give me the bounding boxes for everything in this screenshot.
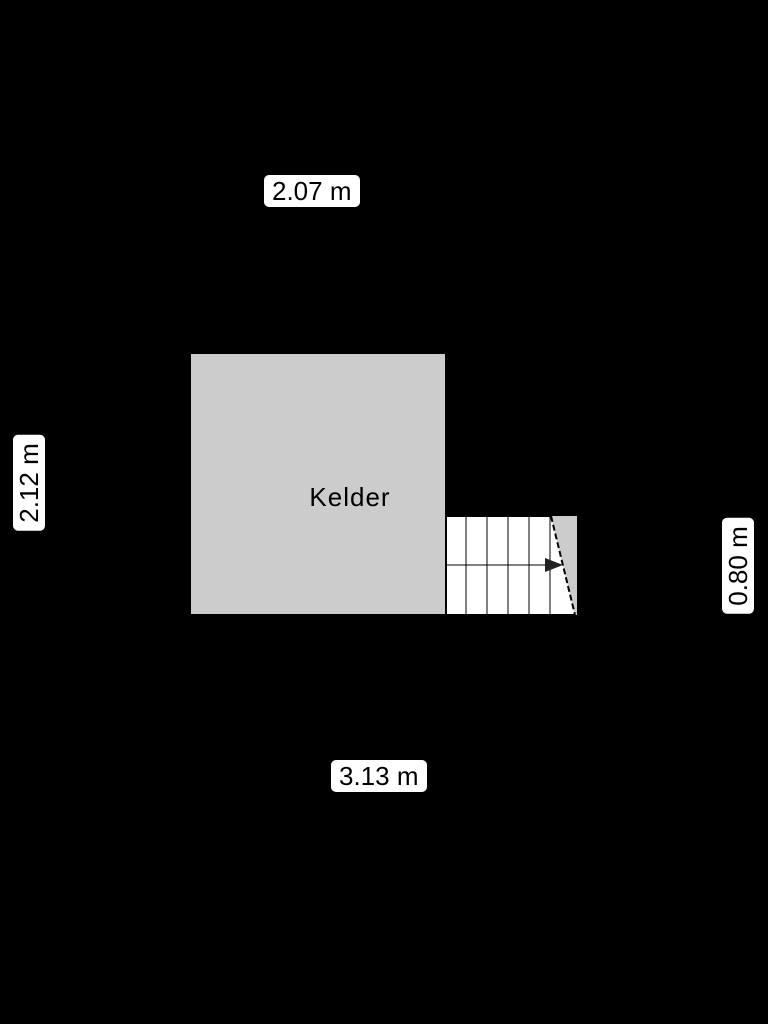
dimension-left: 2.12 m bbox=[13, 435, 45, 531]
room-kelder bbox=[189, 352, 447, 616]
room-label: Kelder bbox=[309, 482, 390, 512]
stair-landing bbox=[551, 516, 577, 615]
staircase bbox=[445, 515, 578, 616]
dimension-top: 2.07 m bbox=[264, 175, 360, 207]
stair-diagonal-edge bbox=[550, 515, 576, 616]
stair-direction-arrow-icon bbox=[545, 558, 563, 572]
dimension-right: 0.80 m bbox=[722, 518, 754, 614]
dimension-bottom: 3.13 m bbox=[331, 760, 427, 792]
